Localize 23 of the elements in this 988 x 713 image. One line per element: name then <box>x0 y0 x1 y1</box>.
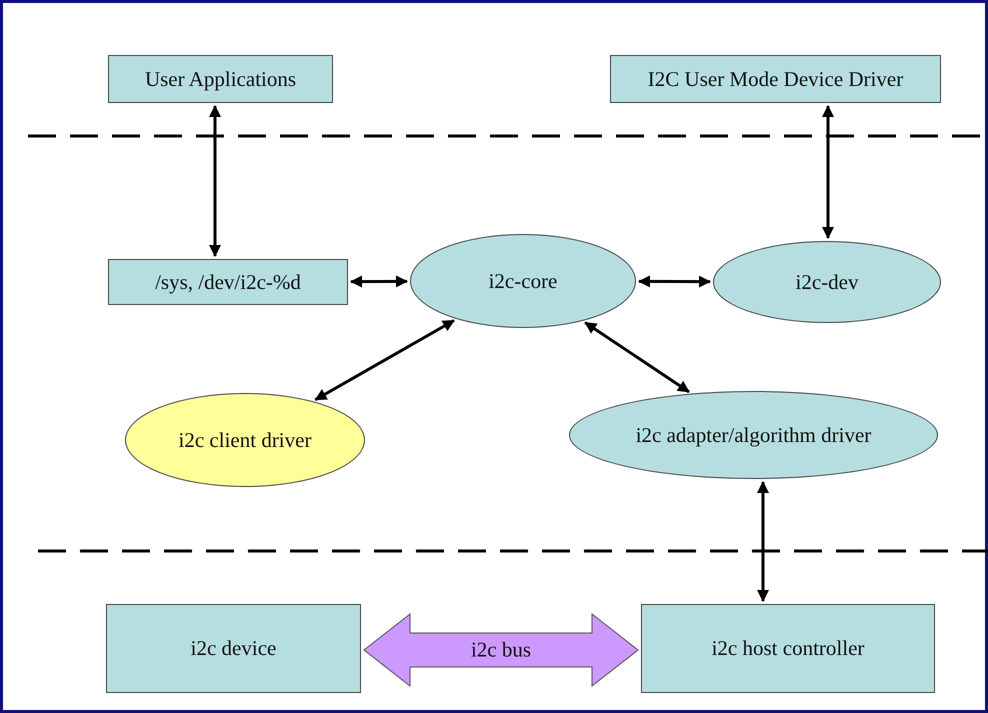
node-label: i2c host controller <box>712 636 864 661</box>
arrow <box>209 105 221 257</box>
arrow <box>314 319 455 402</box>
node-label: i2c-dev <box>796 270 858 294</box>
node-label: User Applications <box>144 66 296 92</box>
node-label: /sys, /dev/i2c-%d <box>155 270 301 294</box>
arrow <box>638 275 711 288</box>
arrow <box>822 105 834 239</box>
arrow <box>757 480 769 602</box>
component-box <box>106 604 361 693</box>
node-label: i2c device <box>190 636 276 661</box>
component-box <box>610 55 941 103</box>
node-label: i2c client driver <box>178 428 312 452</box>
component-box <box>108 259 348 305</box>
component-box <box>641 604 935 693</box>
arrow <box>584 321 690 394</box>
node-label: I2C User Mode Device Driver <box>648 66 904 92</box>
node-label: i2c adapter/algorithm driver <box>636 422 872 448</box>
arrow <box>350 275 408 288</box>
component-box <box>108 55 333 103</box>
node-label: i2c-core <box>488 268 558 294</box>
double-block-arrow <box>363 612 639 688</box>
edge-label: i2c bus <box>470 638 532 662</box>
